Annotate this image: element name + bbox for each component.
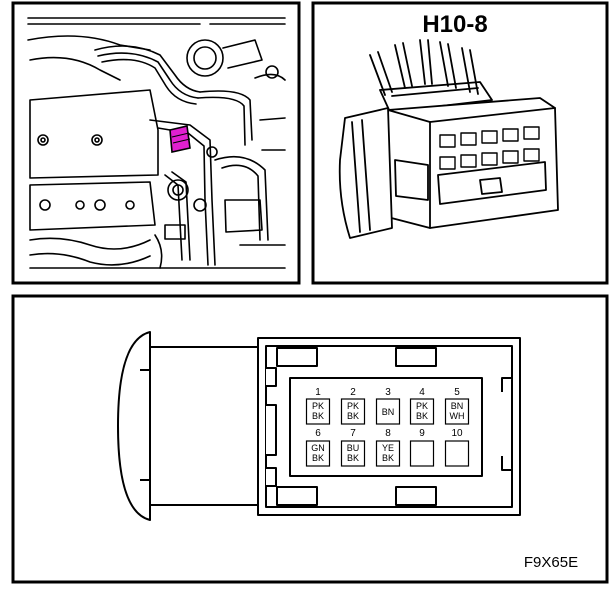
wire-color-code: PK <box>416 401 428 411</box>
pin-cavity <box>444 440 470 467</box>
pin-cavity <box>305 440 331 467</box>
pin-number: 5 <box>454 387 460 398</box>
pin-cavity <box>444 398 470 425</box>
pin-cavity <box>340 440 366 467</box>
figure-id: F9X65E <box>524 554 578 571</box>
pin-number: 6 <box>315 428 321 439</box>
wire-color-code: BN <box>451 401 464 411</box>
connector-3d-illustration <box>338 39 559 239</box>
pin-cavity <box>375 440 401 467</box>
wire-color-code: PK <box>312 401 324 411</box>
pin-cavity <box>305 398 331 425</box>
pin-cavity <box>409 440 435 467</box>
pin-number: 9 <box>419 428 425 439</box>
pin-number: 1 <box>315 387 321 398</box>
pin-cavity <box>340 398 366 425</box>
pin-number: 2 <box>350 387 356 398</box>
pin-number: 8 <box>385 428 391 439</box>
wire-color-code: BN <box>382 407 395 417</box>
wire-color-code: YE <box>382 443 394 453</box>
pin-9: 9 <box>409 428 435 467</box>
wire-color-code: BU <box>347 443 360 453</box>
wire-color-code: BK <box>416 411 428 421</box>
pin-3: 3BN <box>375 387 401 425</box>
wire-color-code: BK <box>347 411 359 421</box>
pin-number: 3 <box>385 387 391 398</box>
wire-color-code: BK <box>382 453 394 463</box>
connector-title: H10-8 <box>422 11 487 38</box>
engine-bay-illustration <box>27 17 286 269</box>
pin-number: 4 <box>419 387 425 398</box>
wire-color-code: GN <box>311 443 325 453</box>
wire-color-code: WH <box>450 411 465 421</box>
connector-location-marker <box>169 125 191 153</box>
pin-cavity <box>375 398 401 425</box>
location-panel <box>11 1 301 285</box>
wire-color-code: BK <box>312 453 324 463</box>
pin-number: 10 <box>451 428 463 439</box>
connector-view-panel: H10-8 <box>311 1 609 285</box>
wire-color-code: BK <box>312 411 324 421</box>
wire-color-code: BK <box>347 453 359 463</box>
wire-color-code: PK <box>347 401 359 411</box>
pin-cavity <box>409 398 435 425</box>
pin-10: 10 <box>444 428 470 467</box>
pin-number: 7 <box>350 428 356 439</box>
